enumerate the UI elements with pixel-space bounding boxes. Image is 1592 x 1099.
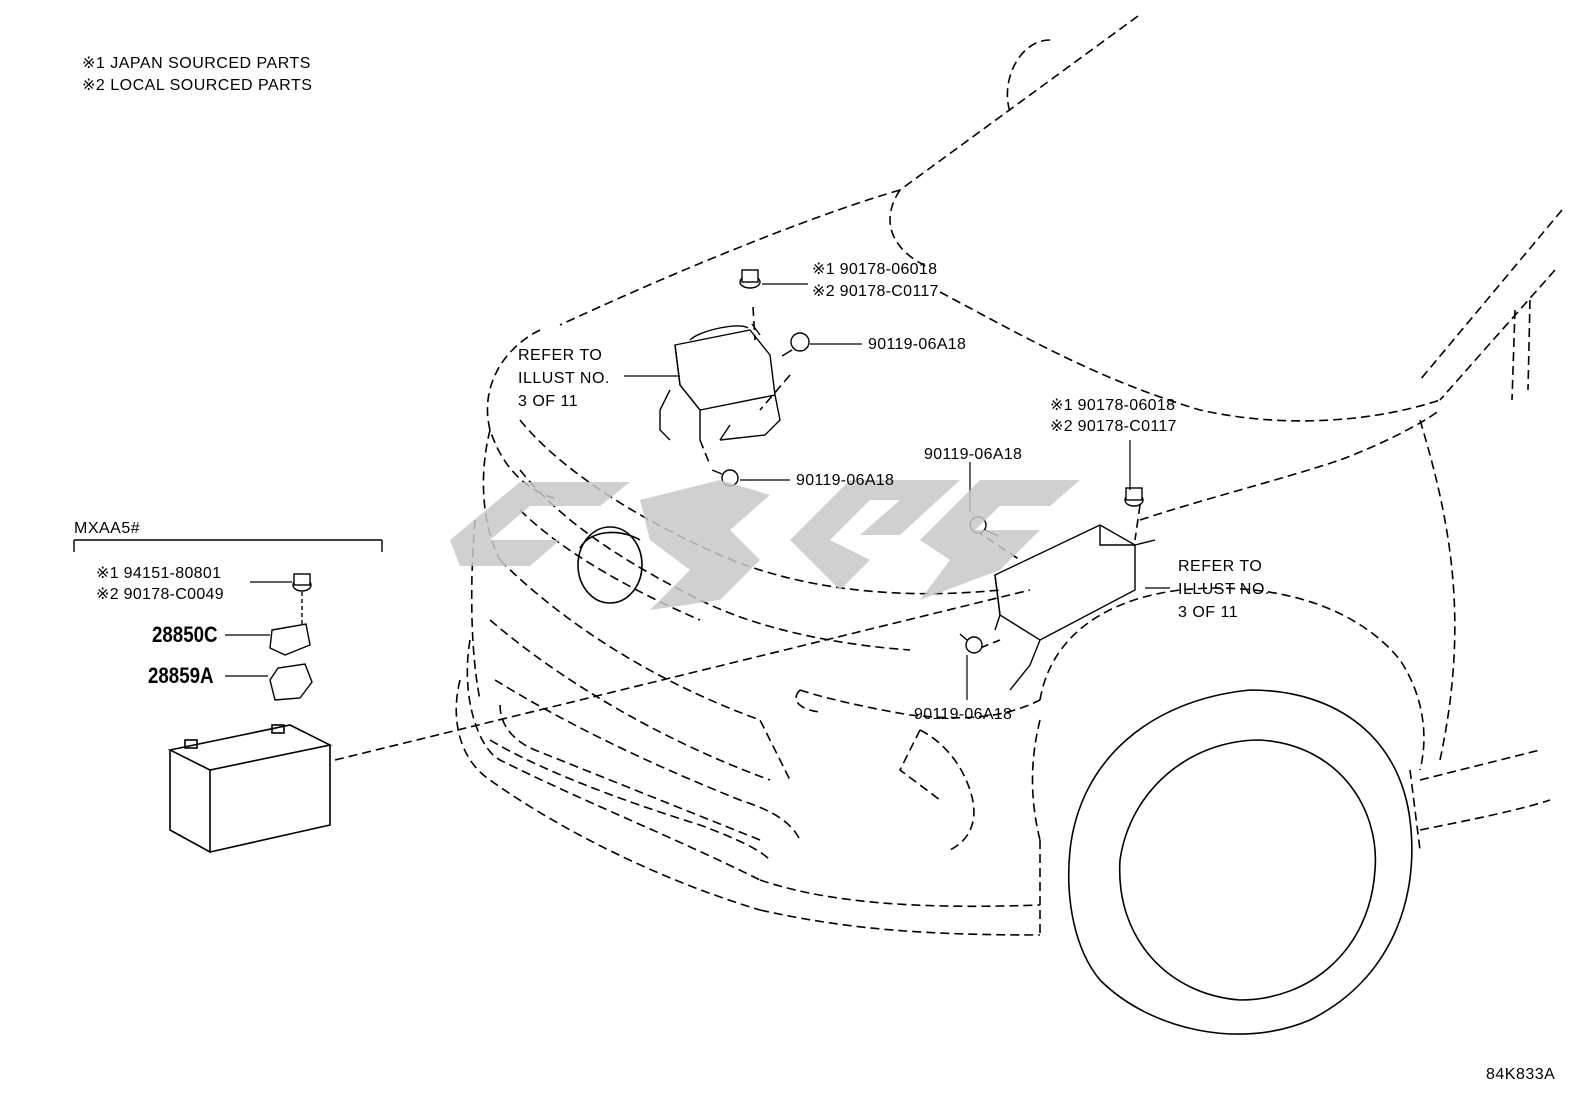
refer-right-line1: REFER TO <box>1178 558 1263 575</box>
junction-block-right <box>994 524 1156 691</box>
refer-right-line3: 3 OF 11 <box>1178 604 1239 621</box>
fasteners <box>292 269 1144 654</box>
model-group-label: MXAA5# <box>74 520 141 537</box>
vehicle-outline <box>334 15 1563 936</box>
model-group-bracket <box>73 539 383 552</box>
watermark <box>450 480 1080 610</box>
fog-lamp <box>577 526 643 604</box>
tire <box>1067 689 1413 1035</box>
part-number-bolt-mid[interactable]: 90119-06A18 <box>796 472 895 489</box>
refer-left-line3: 3 OF 11 <box>518 393 579 410</box>
refer-note-right[interactable]: REFER TO ILLUST NO. 3 OF 11 <box>1178 555 1270 624</box>
part-number-battery-nut-local[interactable]: ※2 90178-C0049 <box>96 586 224 603</box>
refer-right-line2: ILLUST NO. <box>1178 581 1270 598</box>
nut-icon-top <box>739 269 761 289</box>
leader-lines <box>225 283 1170 700</box>
part-number-bolt-top[interactable]: 90119-06A18 <box>868 336 967 353</box>
nut-icon-right <box>1124 487 1144 507</box>
part-number-nut-right-japan[interactable]: ※1 90178-06018 <box>1050 397 1176 414</box>
part-number-bracket[interactable]: 28859A <box>148 663 214 688</box>
legend-local-sourced: ※2 LOCAL SOURCED PARTS <box>82 77 313 94</box>
part-number-nut-right-local[interactable]: ※2 90178-C0117 <box>1050 418 1177 435</box>
part-number-battery-nut-japan[interactable]: ※1 94151-80801 <box>96 565 222 582</box>
junction-block-left <box>659 323 781 441</box>
bolt-icon-top <box>781 332 810 357</box>
part-number-nut-local[interactable]: ※2 90178-C0117 <box>812 283 939 300</box>
part-number-bolt-right-lower[interactable]: 90119-06A18 <box>914 706 1013 723</box>
nut-icon-battery <box>292 573 312 592</box>
illustration-code: 84K833A <box>1486 1066 1556 1083</box>
part-number-clamp[interactable]: 28850C <box>152 622 218 647</box>
refer-left-line1: REFER TO <box>518 347 603 364</box>
part-number-nut-japan[interactable]: ※1 90178-06018 <box>812 261 938 278</box>
refer-left-line2: ILLUST NO. <box>518 370 610 387</box>
refer-note-left[interactable]: REFER TO ILLUST NO. 3 OF 11 <box>518 344 610 413</box>
legend-japan-sourced: ※1 JAPAN SOURCED PARTS <box>82 55 311 72</box>
battery-hardware <box>269 592 313 701</box>
bolt-icon-right-lower <box>959 633 983 654</box>
part-number-bolt-right-upper[interactable]: 90119-06A18 <box>924 446 1023 463</box>
battery <box>167 724 333 854</box>
